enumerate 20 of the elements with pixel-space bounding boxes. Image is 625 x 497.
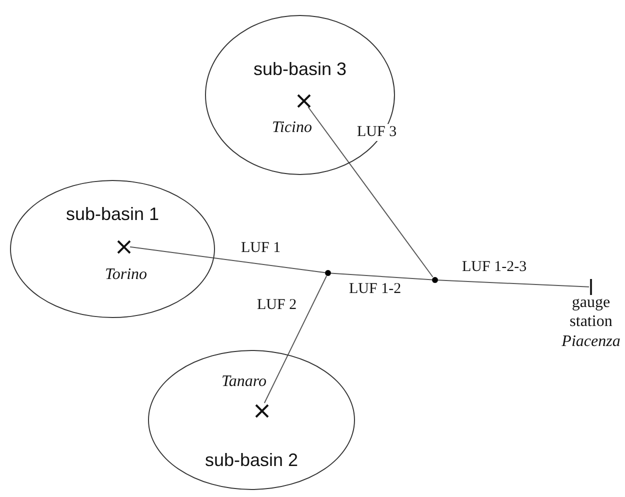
place-label: Tanaro <box>220 372 268 391</box>
sub-basin-ellipse <box>10 180 215 318</box>
cross-marker <box>297 94 311 108</box>
basin-label: sub-basin 1 <box>66 203 160 226</box>
place-label: gauge station <box>568 293 614 331</box>
basin-label: sub-basin 2 <box>204 449 298 472</box>
place-label: Piacenza <box>560 332 622 351</box>
place-label: Torino <box>104 265 148 284</box>
basin-label: sub-basin 3 <box>253 58 347 81</box>
sub-basin-ellipse <box>148 350 355 490</box>
place-label: Ticino <box>270 118 313 137</box>
gauge-marker <box>589 279 593 295</box>
edge-label: LUF 3 <box>356 124 398 141</box>
flow-line <box>264 276 328 404</box>
flow-line <box>308 106 434 278</box>
flow-line <box>330 272 432 280</box>
cross-marker <box>117 240 131 254</box>
flow-line <box>130 246 326 274</box>
cross-marker <box>255 404 269 418</box>
flow-line <box>438 280 590 288</box>
